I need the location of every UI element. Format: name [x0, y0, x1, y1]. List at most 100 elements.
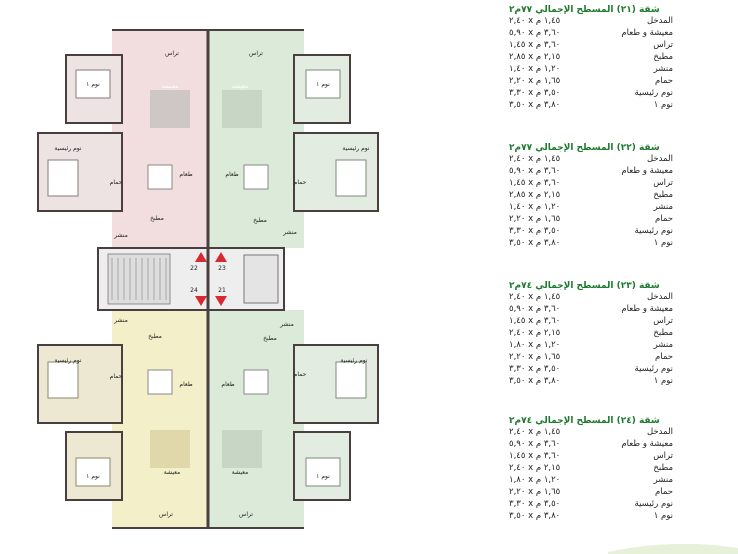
room-label-terrace-tl: تراس [165, 50, 179, 57]
bed-bottom-left-1 [47, 361, 79, 399]
entry-arrow-top-left [195, 252, 207, 262]
living-furniture-bl [150, 430, 190, 468]
room-label-living-tr: معيشة [232, 83, 249, 90]
room-label-living-br: معيشة [232, 469, 249, 476]
room-label-bed1-br: نوم ١ [316, 473, 330, 480]
entry-arrow-bottom-right [215, 296, 227, 306]
apartment-title: شقة (٢٤) المسطح الإجمالي ٧٤م٢ [509, 416, 660, 426]
room-label-bed1-bl: نوم ١ [86, 473, 100, 480]
room-label-bath-tl: حمام [110, 179, 123, 186]
room-label-bed1-tl: نوم ١ [86, 81, 100, 88]
apartment-title: شقة (٢٢) المسطح الإجمالي ٧٧م٢ [509, 143, 660, 153]
bed-bottom-right-1 [335, 361, 367, 399]
apartment-title: شقة (٢١) المسطح الإجمالي ٧٧م٢ [509, 5, 660, 15]
apartment-number-21: 21 [218, 287, 226, 294]
room-label-dining-bl: طعام [179, 381, 192, 388]
dining-table-br [243, 369, 269, 395]
room-label-kitchen-tr: مطبخ [253, 217, 267, 224]
apartment-title: شقة (٢٣) المسطح الإجمالي ٧٤م٢ [509, 281, 660, 291]
apartment-top-left-area [112, 30, 208, 248]
room-label-shaft-tl: منشر [113, 232, 128, 239]
room-label-dining-br: طعام [221, 381, 234, 388]
bed-top-left-2 [47, 159, 79, 197]
room-label-bath-tr: حمام [294, 179, 307, 186]
dining-table-tl [147, 164, 173, 190]
room-label-dining-tl: طعام [179, 171, 192, 178]
decorative-swoosh [608, 543, 738, 554]
apartment-number-22: 22 [190, 265, 198, 272]
staircase [107, 253, 171, 305]
living-furniture-br [222, 430, 262, 468]
room-label-kitchen-tl: مطبخ [150, 215, 164, 222]
room-label-kitchen-bl: مطبخ [148, 333, 162, 340]
dining-table-bl [147, 369, 173, 395]
bed-top-right-2 [335, 159, 367, 197]
bed-top-left-1 [75, 69, 111, 99]
elevator-lobby [243, 254, 279, 304]
room-label-master-tl: نوم رئيسية [54, 145, 81, 152]
bed-top-right-1 [305, 69, 341, 99]
room-label-terrace-br: تراس [239, 511, 253, 518]
room-label-shaft-bl: منشر [113, 317, 128, 324]
bed-bottom-right-2 [305, 457, 341, 487]
apartment-number-24: 24 [190, 287, 198, 294]
entry-arrow-bottom-left [195, 296, 207, 306]
dining-table-tr [243, 164, 269, 190]
room-label-dining-tr: طعام [225, 171, 238, 178]
living-furniture-tl [150, 90, 190, 128]
apartment-bottom-right-area [208, 310, 304, 528]
room-label-master-br: نوم رئيسية [340, 357, 367, 364]
living-furniture-tr [222, 90, 262, 128]
room-label-kitchen-br: مطبخ [263, 335, 277, 342]
room-label-bath-bl: حمام [110, 373, 123, 380]
room-label-terrace-tr: تراس [249, 50, 263, 57]
apartment-number-23: 23 [218, 265, 226, 272]
room-label-shaft-tr: منشر [282, 229, 297, 236]
room-label-master-bl: نوم رئيسية [54, 357, 81, 364]
apartment-top-right-area [208, 30, 304, 248]
apartment-bottom-left-area [112, 310, 208, 528]
room-label-terrace-bl: تراس [159, 511, 173, 518]
room-label-bath-br: حمام [294, 371, 307, 378]
bed-bottom-left-2 [75, 457, 111, 487]
room-label-shaft-br: منشر [279, 321, 294, 328]
room-label-master-tr: نوم رئيسية [342, 145, 369, 152]
